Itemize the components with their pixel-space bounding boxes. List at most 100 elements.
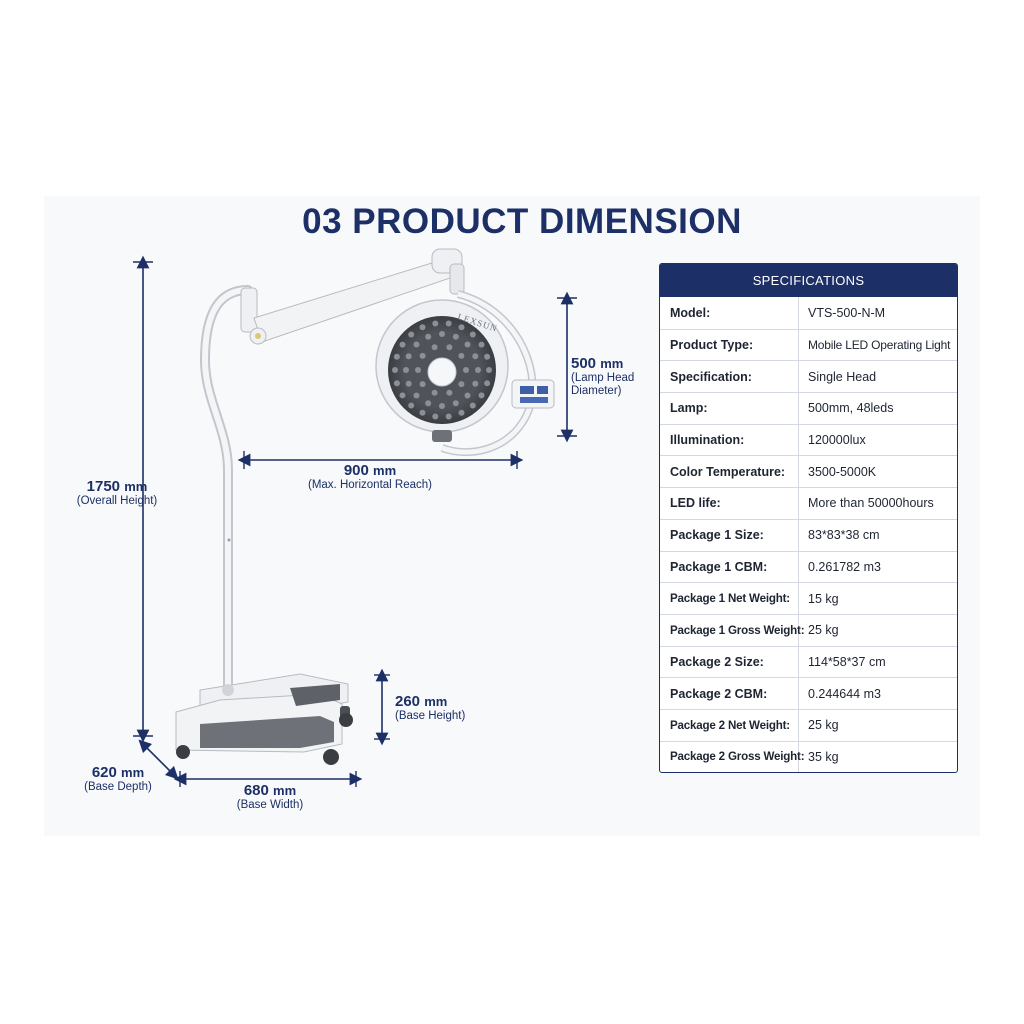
led-dot <box>403 367 409 373</box>
led-dot <box>464 392 471 399</box>
page-title: 03 PRODUCT DIMENSION <box>302 202 742 241</box>
led-dot <box>419 409 426 416</box>
spec-key: Illumination: <box>660 424 799 456</box>
spec-value: More than 50000hours <box>808 496 934 511</box>
spec-value: 114*58*37 cm <box>808 654 886 669</box>
spec-row: Color Temperature: 3500-5000K <box>660 455 957 488</box>
led-dot <box>452 333 459 340</box>
specifications-table: SPECIFICATIONS Model: VTS-500-N-M Product … <box>659 263 958 774</box>
spec-row: Package 1 CBM: 0.261782 m3 <box>660 550 957 583</box>
base-height-label: 260 mm (Base Height) <box>395 693 466 723</box>
led-dot <box>446 344 453 351</box>
lamp-arm <box>240 248 537 457</box>
led-dot <box>419 381 426 388</box>
led-dot <box>408 402 415 409</box>
spec-row: Model: VTS-500-N-M <box>660 297 957 329</box>
spec-value: 500mm, 48leds <box>808 401 894 416</box>
spec-row: Package 1 Gross Weight:25 kg <box>660 613 957 646</box>
spec-row: Package 1 Size:83*83*38 cm <box>660 518 957 551</box>
led-dot <box>469 331 476 338</box>
led-dot <box>413 341 420 348</box>
led-dot <box>419 352 426 359</box>
spec-value: 120000lux <box>808 433 866 448</box>
base-height-dimension-line <box>374 668 390 746</box>
spec-value: VTS-500-N-M <box>808 305 886 320</box>
specifications-rows: Model: VTS-500-N-M Product Type: Mobile LED… <box>660 297 957 773</box>
product-diagram: LEXSUN <box>133 248 577 787</box>
spec-row: Package 2 CBM:0.244644 m3 <box>660 677 957 709</box>
led-dot <box>399 341 406 348</box>
lamp-head-dimension-line <box>557 291 577 443</box>
led-dot <box>413 392 420 399</box>
led-dot <box>425 333 432 340</box>
spec-value: 35 kg <box>808 749 839 764</box>
led-dot <box>486 367 492 373</box>
spec-row: Package 1 Net Weight:15 kg <box>660 582 957 614</box>
control-panel <box>511 379 555 409</box>
spec-value: 25 kg <box>808 718 839 733</box>
led-dot <box>452 400 459 407</box>
spec-row: LED life: More than 50000hours <box>660 487 957 519</box>
spec-key: Package 2 CBM: <box>660 678 799 709</box>
spec-row: Illumination: 120000lux <box>660 423 957 456</box>
led-dot <box>405 353 412 360</box>
spec-key: Package 2 Gross Weight: <box>660 741 805 773</box>
led-dot <box>408 331 415 338</box>
led-dot <box>432 413 439 420</box>
spec-key: Package 2 Net Weight: <box>660 709 799 741</box>
overall-height-dimension-line <box>133 255 153 743</box>
led-dot <box>419 324 426 331</box>
led-dot <box>392 367 398 373</box>
led-dot <box>484 353 491 360</box>
spec-key: Package 2 Size: <box>660 646 799 678</box>
base-depth-label: 620 mm (Base Depth) <box>84 764 152 794</box>
led-dot <box>405 380 412 387</box>
spec-key: Model: <box>660 297 799 329</box>
spec-value: 83*83*38 cm <box>808 528 880 543</box>
lamp-head: LEXSUN <box>375 299 509 442</box>
spec-key: Color Temperature: <box>660 456 799 488</box>
spec-value: 25 kg <box>808 623 839 638</box>
led-dot <box>431 389 438 396</box>
spec-row: Package 2 Net Weight: 25 kg <box>660 708 957 741</box>
spec-row: Specification:Single Head <box>660 360 957 393</box>
lamp-base <box>175 673 353 765</box>
reach-dimension-line <box>237 451 524 469</box>
spec-row: Product Type: Mobile LED Operating Light <box>660 328 957 361</box>
led-dot <box>484 380 491 387</box>
base-width-label: 680 mm (Base Width) <box>236 782 304 812</box>
lamp-head-label: 500 mm (Lamp Head Diameter) <box>571 355 635 398</box>
led-dot <box>393 380 400 387</box>
led-dot <box>472 353 479 360</box>
overall-height-label: 1750 mm (Overall Height) <box>76 478 158 508</box>
lamp-pole <box>199 285 253 695</box>
spec-value: Mobile LED Operating Light <box>808 338 951 353</box>
led-dot <box>439 403 445 409</box>
led-dot <box>399 392 406 399</box>
led-dot <box>425 400 432 407</box>
led-dot <box>478 392 485 399</box>
base-width-dimension-line <box>173 771 363 787</box>
led-dot <box>472 380 479 387</box>
led-dot <box>445 413 452 420</box>
spec-key: Package 1 Gross Weight: <box>660 614 805 646</box>
led-dot <box>458 324 465 331</box>
spec-key: Product Type: <box>660 329 799 361</box>
spec-key: Package 1 CBM: <box>660 551 799 583</box>
led-dot <box>439 331 445 337</box>
specifications-header: SPECIFICATIONS <box>660 264 957 297</box>
led-dot <box>446 389 453 396</box>
spec-row: Package 2 Gross Weight:35 kg <box>660 740 957 773</box>
spec-key: Package 1 Net Weight: <box>660 583 799 614</box>
spec-row: Package 2 Size: 114*58*37 cm <box>660 645 957 678</box>
led-dot <box>463 367 469 373</box>
led-dot <box>431 344 438 351</box>
spec-value: 3500-5000K <box>808 464 877 479</box>
spec-key: Lamp: <box>660 393 799 424</box>
spec-key: LED life: <box>660 488 799 519</box>
led-dot <box>475 367 481 373</box>
spec-value: 0.261782 m3 <box>808 559 881 574</box>
base-depth-dimension-line <box>138 739 179 780</box>
led-dot <box>458 381 465 388</box>
